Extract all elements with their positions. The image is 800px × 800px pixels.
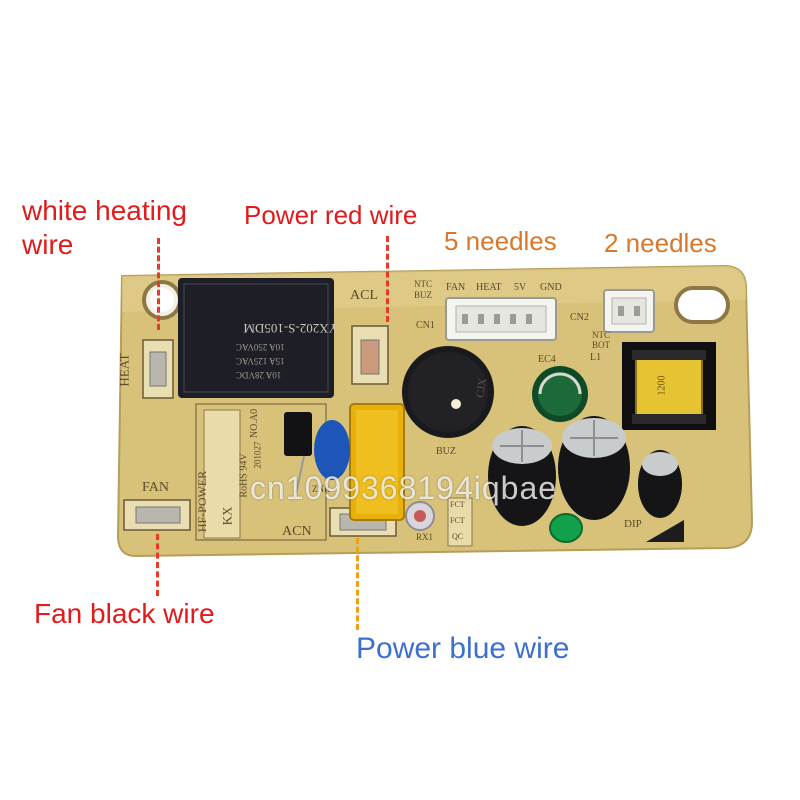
transistor bbox=[284, 412, 312, 456]
dip-arrow bbox=[646, 520, 684, 542]
silk-acn: ACN bbox=[282, 524, 312, 539]
fan-terminal bbox=[123, 499, 191, 531]
label-5-needles: 5 needles bbox=[444, 226, 557, 256]
label-white-heating-wire: white heating wire bbox=[22, 195, 188, 260]
silk-cn2: CN2 bbox=[570, 312, 589, 323]
label-power-blue-wire: Power blue wire bbox=[356, 632, 570, 665]
silk-fan: FAN bbox=[142, 480, 169, 495]
transformer bbox=[622, 342, 716, 430]
relay-spec-1: 10A 250VAC bbox=[236, 342, 285, 352]
silk-dip: DIP bbox=[624, 518, 642, 530]
heat-callout-line bbox=[157, 238, 160, 330]
silk-heat: HEAT bbox=[116, 353, 132, 387]
red-wire-callout-line bbox=[386, 236, 389, 322]
silk-l1: L1 bbox=[590, 352, 602, 363]
label-fan-black-wire: Fan black wire bbox=[34, 598, 215, 629]
silk-cn1: CN1 bbox=[416, 320, 435, 331]
connector-cn2 bbox=[603, 289, 655, 333]
silk-ntc-buz: BUZ bbox=[414, 290, 432, 300]
silk-kx: KX bbox=[219, 506, 235, 526]
label-power-red-wire: Power red wire bbox=[244, 200, 418, 230]
capacitor-large-1 bbox=[488, 426, 556, 526]
relay-spec-2: 15A 125VAC bbox=[236, 356, 285, 366]
silk-ntc-2: NTC bbox=[592, 330, 610, 340]
capacitor-ec4 bbox=[532, 366, 588, 422]
inductor bbox=[549, 513, 583, 543]
connector-cn1 bbox=[445, 297, 557, 341]
varistor bbox=[314, 420, 350, 480]
silk-buz: BUZ bbox=[436, 446, 456, 457]
silk-fct-2: FCT bbox=[450, 516, 465, 525]
capacitor-large-2 bbox=[558, 416, 630, 520]
fan-callout-line bbox=[156, 534, 159, 596]
label-2-needles: 2 needles bbox=[604, 228, 717, 258]
silk-znr: ZNR bbox=[312, 484, 330, 494]
silk-rohs: RoHS 94V bbox=[238, 453, 250, 498]
silk-board-id: HF-POWER bbox=[195, 470, 210, 533]
capacitor-small-right bbox=[638, 450, 682, 518]
relay-spec-3: 10A 28VDC bbox=[236, 370, 282, 380]
silk-fan-header: FAN bbox=[446, 282, 466, 293]
acl-terminal bbox=[351, 325, 389, 385]
buzzer bbox=[402, 346, 494, 438]
silk-5v: 5V bbox=[514, 282, 527, 293]
watermark-text: cn1099368194iqbae bbox=[250, 470, 558, 506]
silk-qc: QC bbox=[452, 532, 464, 541]
transformer-label: 1200 bbox=[656, 375, 668, 396]
silk-acl: ACL bbox=[350, 288, 378, 303]
x-capacitor bbox=[349, 403, 405, 521]
silk-ec4: EC4 bbox=[538, 354, 556, 365]
blue-wire-callout-line bbox=[356, 538, 359, 630]
heat-terminal bbox=[142, 339, 174, 399]
silk-ntc: NTC bbox=[414, 279, 432, 289]
silk-gnd: GND bbox=[540, 282, 562, 293]
relay-model-label: YX202-S-105DM bbox=[243, 321, 338, 336]
relay bbox=[178, 278, 334, 398]
silk-date: 201027 bbox=[252, 441, 263, 469]
silk-heat-header: HEAT bbox=[476, 282, 502, 293]
silk-rx1: RX1 bbox=[416, 532, 434, 542]
silk-fct-1: FCT bbox=[450, 500, 465, 509]
silk-no: NO.A0 bbox=[249, 408, 261, 439]
silk-bot: BOT bbox=[592, 340, 610, 350]
mounting-slot bbox=[674, 286, 730, 324]
